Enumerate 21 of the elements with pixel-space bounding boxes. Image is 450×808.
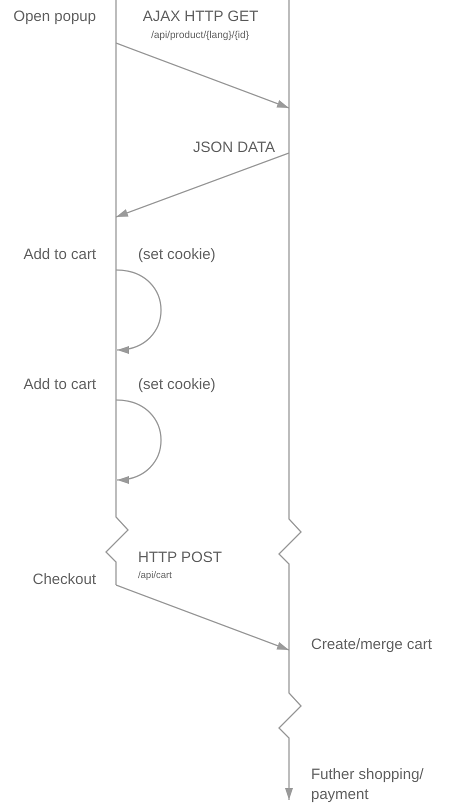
arrow	[116, 584, 290, 651]
arrow	[116, 399, 162, 483]
edge-label: (set cookie)	[138, 375, 216, 394]
endpoint-path: /api/cart	[138, 570, 172, 582]
step-label: Futher shopping/ payment	[311, 765, 425, 804]
edge-label: (set cookie)	[138, 245, 216, 264]
endpoint-path: /api/product/{lang}/{id}	[150, 29, 250, 42]
arrow	[116, 269, 162, 353]
lifeline	[103, 0, 129, 585]
step-label: Open popup	[13, 7, 96, 26]
edge-label: JSON DATA	[192, 138, 275, 158]
arrow	[285, 740, 293, 800]
step-label: Add to cart	[23, 245, 96, 264]
lifeline	[276, 0, 302, 740]
step-label: Create/merge cart	[311, 635, 432, 654]
step-label: Add to cart	[23, 375, 96, 394]
edge-label: AJAX HTTP GET	[142, 7, 260, 26]
edge-label: HTTP POST	[138, 548, 222, 568]
arrow	[116, 152, 290, 218]
step-label: Checkout	[32, 570, 96, 590]
arrow	[116, 42, 290, 109]
